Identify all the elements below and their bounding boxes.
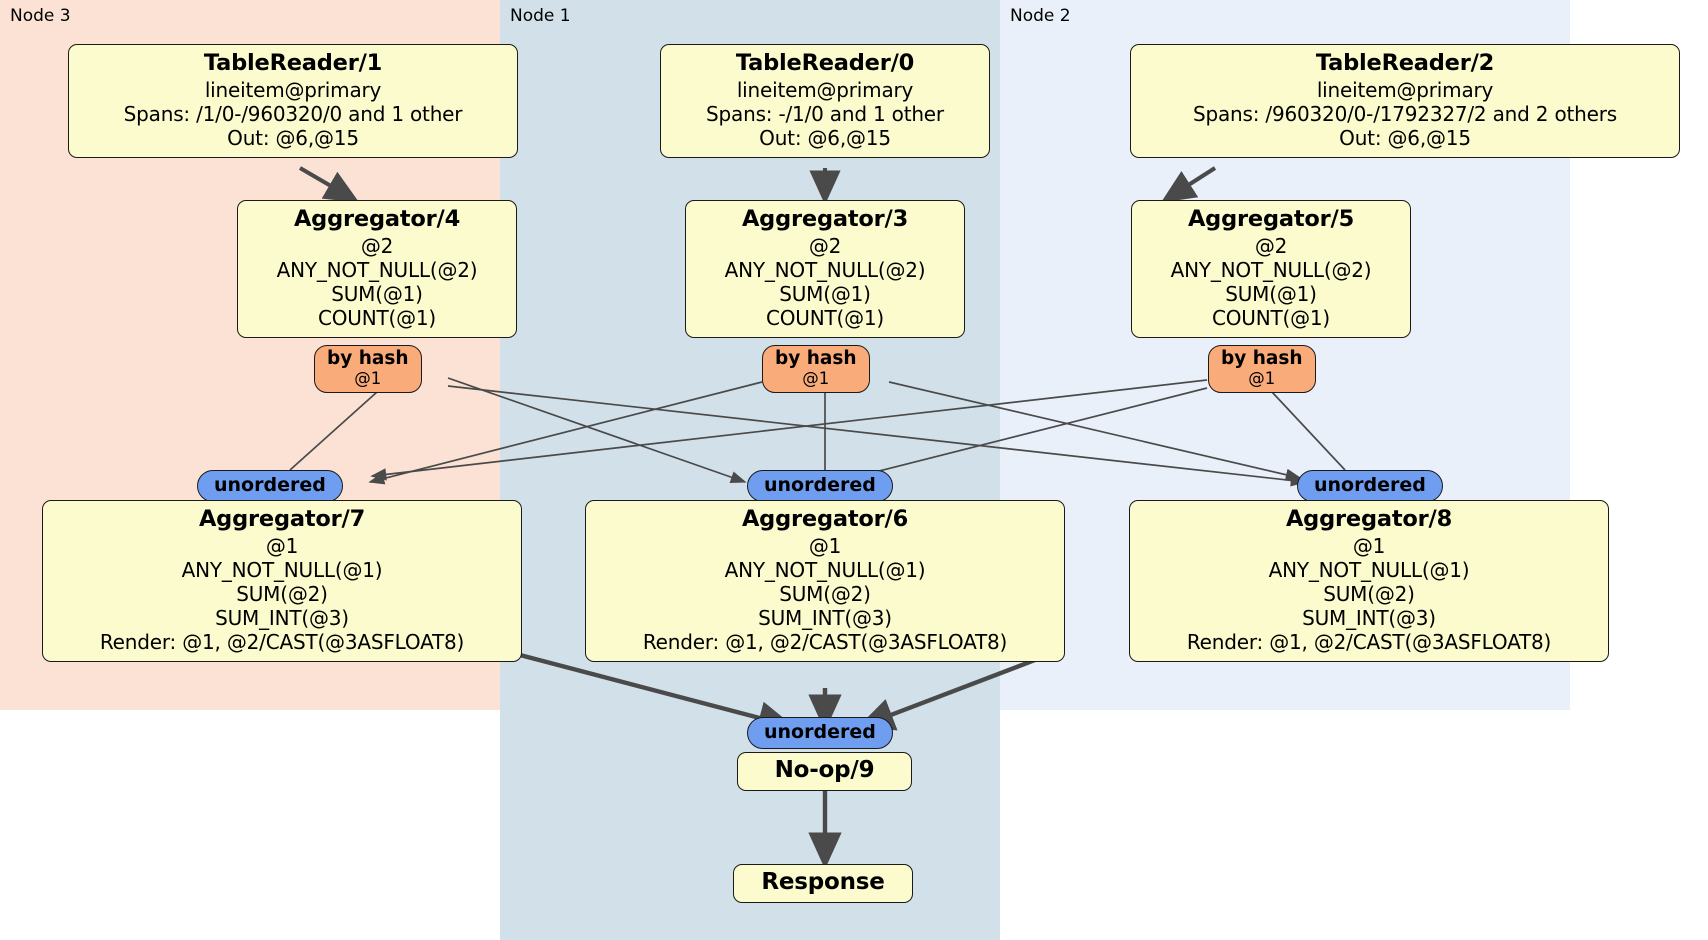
processor-detail-render: Render: @1, @2/CAST(@3ASFLOAT8) bbox=[642, 630, 1008, 654]
processor-tablereader-0[interactable]: TableReader/0 lineitem@primary Spans: -/… bbox=[660, 44, 990, 158]
edge-hash4-to-unordered-left bbox=[289, 391, 378, 471]
processor-detail-agg1: ANY_NOT_NULL(@2) bbox=[276, 258, 478, 282]
processor-title: No-op/9 bbox=[774, 757, 875, 783]
router-by-hash-aggregator3[interactable]: by hash @1 bbox=[762, 345, 870, 394]
processor-tablereader-1[interactable]: TableReader/1 lineitem@primary Spans: /1… bbox=[68, 44, 518, 158]
edge-hash5-to-unordered-right bbox=[1271, 391, 1346, 471]
processor-detail-table: lineitem@primary bbox=[1316, 78, 1494, 102]
processor-noop-9[interactable]: No-op/9 bbox=[737, 752, 912, 791]
processor-title: Aggregator/4 bbox=[293, 206, 461, 232]
router-label: by hash bbox=[327, 348, 409, 369]
router-by-hash-aggregator5[interactable]: by hash @1 bbox=[1208, 345, 1316, 394]
processor-detail-agg1: ANY_NOT_NULL(@1) bbox=[181, 558, 383, 582]
processor-title: TableReader/2 bbox=[1315, 50, 1495, 76]
processor-detail-agg1: ANY_NOT_NULL(@1) bbox=[724, 558, 926, 582]
processor-aggregator-3[interactable]: Aggregator/3 @2 ANY_NOT_NULL(@2) SUM(@1)… bbox=[685, 200, 965, 338]
synchronizer-label: unordered bbox=[1314, 474, 1426, 496]
processor-detail-groupby: @2 bbox=[1254, 234, 1288, 258]
processor-detail-groupby: @2 bbox=[808, 234, 842, 258]
processor-detail-table: lineitem@primary bbox=[204, 78, 382, 102]
processor-detail-agg1: ANY_NOT_NULL(@2) bbox=[724, 258, 926, 282]
edge-tablereader2-to-aggregator5 bbox=[1160, 166, 1217, 203]
node-panel-label-node2: Node 2 bbox=[1010, 6, 1071, 26]
node-panel-label-node1: Node 1 bbox=[510, 6, 571, 26]
edge-hash3-to-unordered-right bbox=[888, 381, 1302, 481]
processor-title: Aggregator/5 bbox=[1187, 206, 1355, 232]
processor-detail-groupby: @1 bbox=[1352, 534, 1386, 558]
synchronizer-unordered-center[interactable]: unordered bbox=[747, 470, 893, 503]
processor-title: Aggregator/8 bbox=[1285, 506, 1453, 532]
processor-aggregator-5[interactable]: Aggregator/5 @2 ANY_NOT_NULL(@2) SUM(@1)… bbox=[1131, 200, 1411, 338]
router-sublabel: @1 bbox=[354, 368, 382, 388]
processor-detail-spans: Spans: /1/0-/960320/0 and 1 other bbox=[123, 102, 463, 126]
processor-aggregator-8[interactable]: Aggregator/8 @1 ANY_NOT_NULL(@1) SUM(@2)… bbox=[1129, 500, 1609, 662]
router-sublabel: @1 bbox=[1248, 368, 1276, 388]
processor-detail-out: Out: @6,@15 bbox=[759, 126, 891, 150]
processor-detail-agg1: ANY_NOT_NULL(@2) bbox=[1170, 258, 1372, 282]
node-panel-label-node3: Node 3 bbox=[10, 6, 71, 26]
processor-detail-groupby: @2 bbox=[360, 234, 394, 258]
synchronizer-unordered-right[interactable]: unordered bbox=[1297, 470, 1443, 503]
edge-aggregator8-to-unordered-final bbox=[857, 652, 1049, 731]
processor-detail-groupby: @1 bbox=[265, 534, 299, 558]
router-label: by hash bbox=[775, 348, 857, 369]
edge-hash5-to-unordered-center bbox=[826, 387, 1208, 487]
processor-detail-spans: Spans: -/1/0 and 1 other bbox=[706, 102, 944, 126]
synchronizer-label: unordered bbox=[214, 474, 326, 496]
processor-detail-agg3: SUM_INT(@3) bbox=[215, 606, 349, 630]
processor-detail-agg2: SUM(@1) bbox=[1225, 282, 1317, 306]
edge-tablereader1-to-aggregator4 bbox=[298, 166, 360, 203]
processor-detail-agg3: SUM_INT(@3) bbox=[1302, 606, 1436, 630]
processor-detail-agg2: SUM(@2) bbox=[1323, 582, 1415, 606]
processor-tablereader-2[interactable]: TableReader/2 lineitem@primary Spans: /9… bbox=[1130, 44, 1680, 158]
processor-aggregator-6[interactable]: Aggregator/6 @1 ANY_NOT_NULL(@1) SUM(@2)… bbox=[585, 500, 1065, 662]
processor-title: Response bbox=[761, 869, 885, 895]
processor-detail-render: Render: @1, @2/CAST(@3ASFLOAT8) bbox=[99, 630, 465, 654]
edge-hash4-to-unordered-right bbox=[447, 385, 1307, 487]
processor-title: Aggregator/3 bbox=[741, 206, 909, 232]
processor-aggregator-4[interactable]: Aggregator/4 @2 ANY_NOT_NULL(@2) SUM(@1)… bbox=[237, 200, 517, 338]
processor-detail-agg3: SUM_INT(@3) bbox=[758, 606, 892, 630]
processor-title: TableReader/1 bbox=[203, 50, 383, 76]
processor-detail-agg3: COUNT(@1) bbox=[1211, 306, 1331, 330]
processor-detail-spans: Spans: /960320/0-/1792327/2 and 2 others bbox=[1192, 102, 1617, 126]
processor-detail-groupby: @1 bbox=[808, 534, 842, 558]
processor-detail-agg3: COUNT(@1) bbox=[317, 306, 437, 330]
synchronizer-unordered-left[interactable]: unordered bbox=[197, 470, 343, 503]
processor-title: TableReader/0 bbox=[735, 50, 915, 76]
processor-aggregator-7[interactable]: Aggregator/7 @1 ANY_NOT_NULL(@1) SUM(@2)… bbox=[42, 500, 522, 662]
edge-aggregator7-to-unordered-final bbox=[519, 652, 796, 735]
processor-title: Aggregator/7 bbox=[198, 506, 366, 532]
router-label: by hash bbox=[1221, 348, 1303, 369]
processor-detail-agg2: SUM(@2) bbox=[779, 582, 871, 606]
processor-detail-render: Render: @1, @2/CAST(@3ASFLOAT8) bbox=[1186, 630, 1552, 654]
processor-detail-out: Out: @6,@15 bbox=[227, 126, 359, 150]
synchronizer-unordered-final[interactable]: unordered bbox=[747, 717, 893, 750]
processor-title: Aggregator/6 bbox=[741, 506, 909, 532]
processor-detail-agg2: SUM(@2) bbox=[236, 582, 328, 606]
processor-detail-out: Out: @6,@15 bbox=[1339, 126, 1471, 150]
processor-detail-table: lineitem@primary bbox=[736, 78, 914, 102]
processor-detail-agg2: SUM(@1) bbox=[779, 282, 871, 306]
processor-detail-agg2: SUM(@1) bbox=[331, 282, 423, 306]
edge-hash5-to-unordered-left bbox=[370, 379, 1208, 481]
processor-response[interactable]: Response bbox=[733, 864, 913, 903]
edge-hash3-to-unordered-left bbox=[368, 381, 763, 485]
processor-detail-agg3: COUNT(@1) bbox=[765, 306, 885, 330]
router-by-hash-aggregator4[interactable]: by hash @1 bbox=[314, 345, 422, 394]
synchronizer-label: unordered bbox=[764, 721, 876, 743]
edge-hash4-to-unordered-center bbox=[447, 377, 747, 484]
router-sublabel: @1 bbox=[802, 368, 830, 388]
processor-detail-agg1: ANY_NOT_NULL(@1) bbox=[1268, 558, 1470, 582]
synchronizer-label: unordered bbox=[764, 474, 876, 496]
